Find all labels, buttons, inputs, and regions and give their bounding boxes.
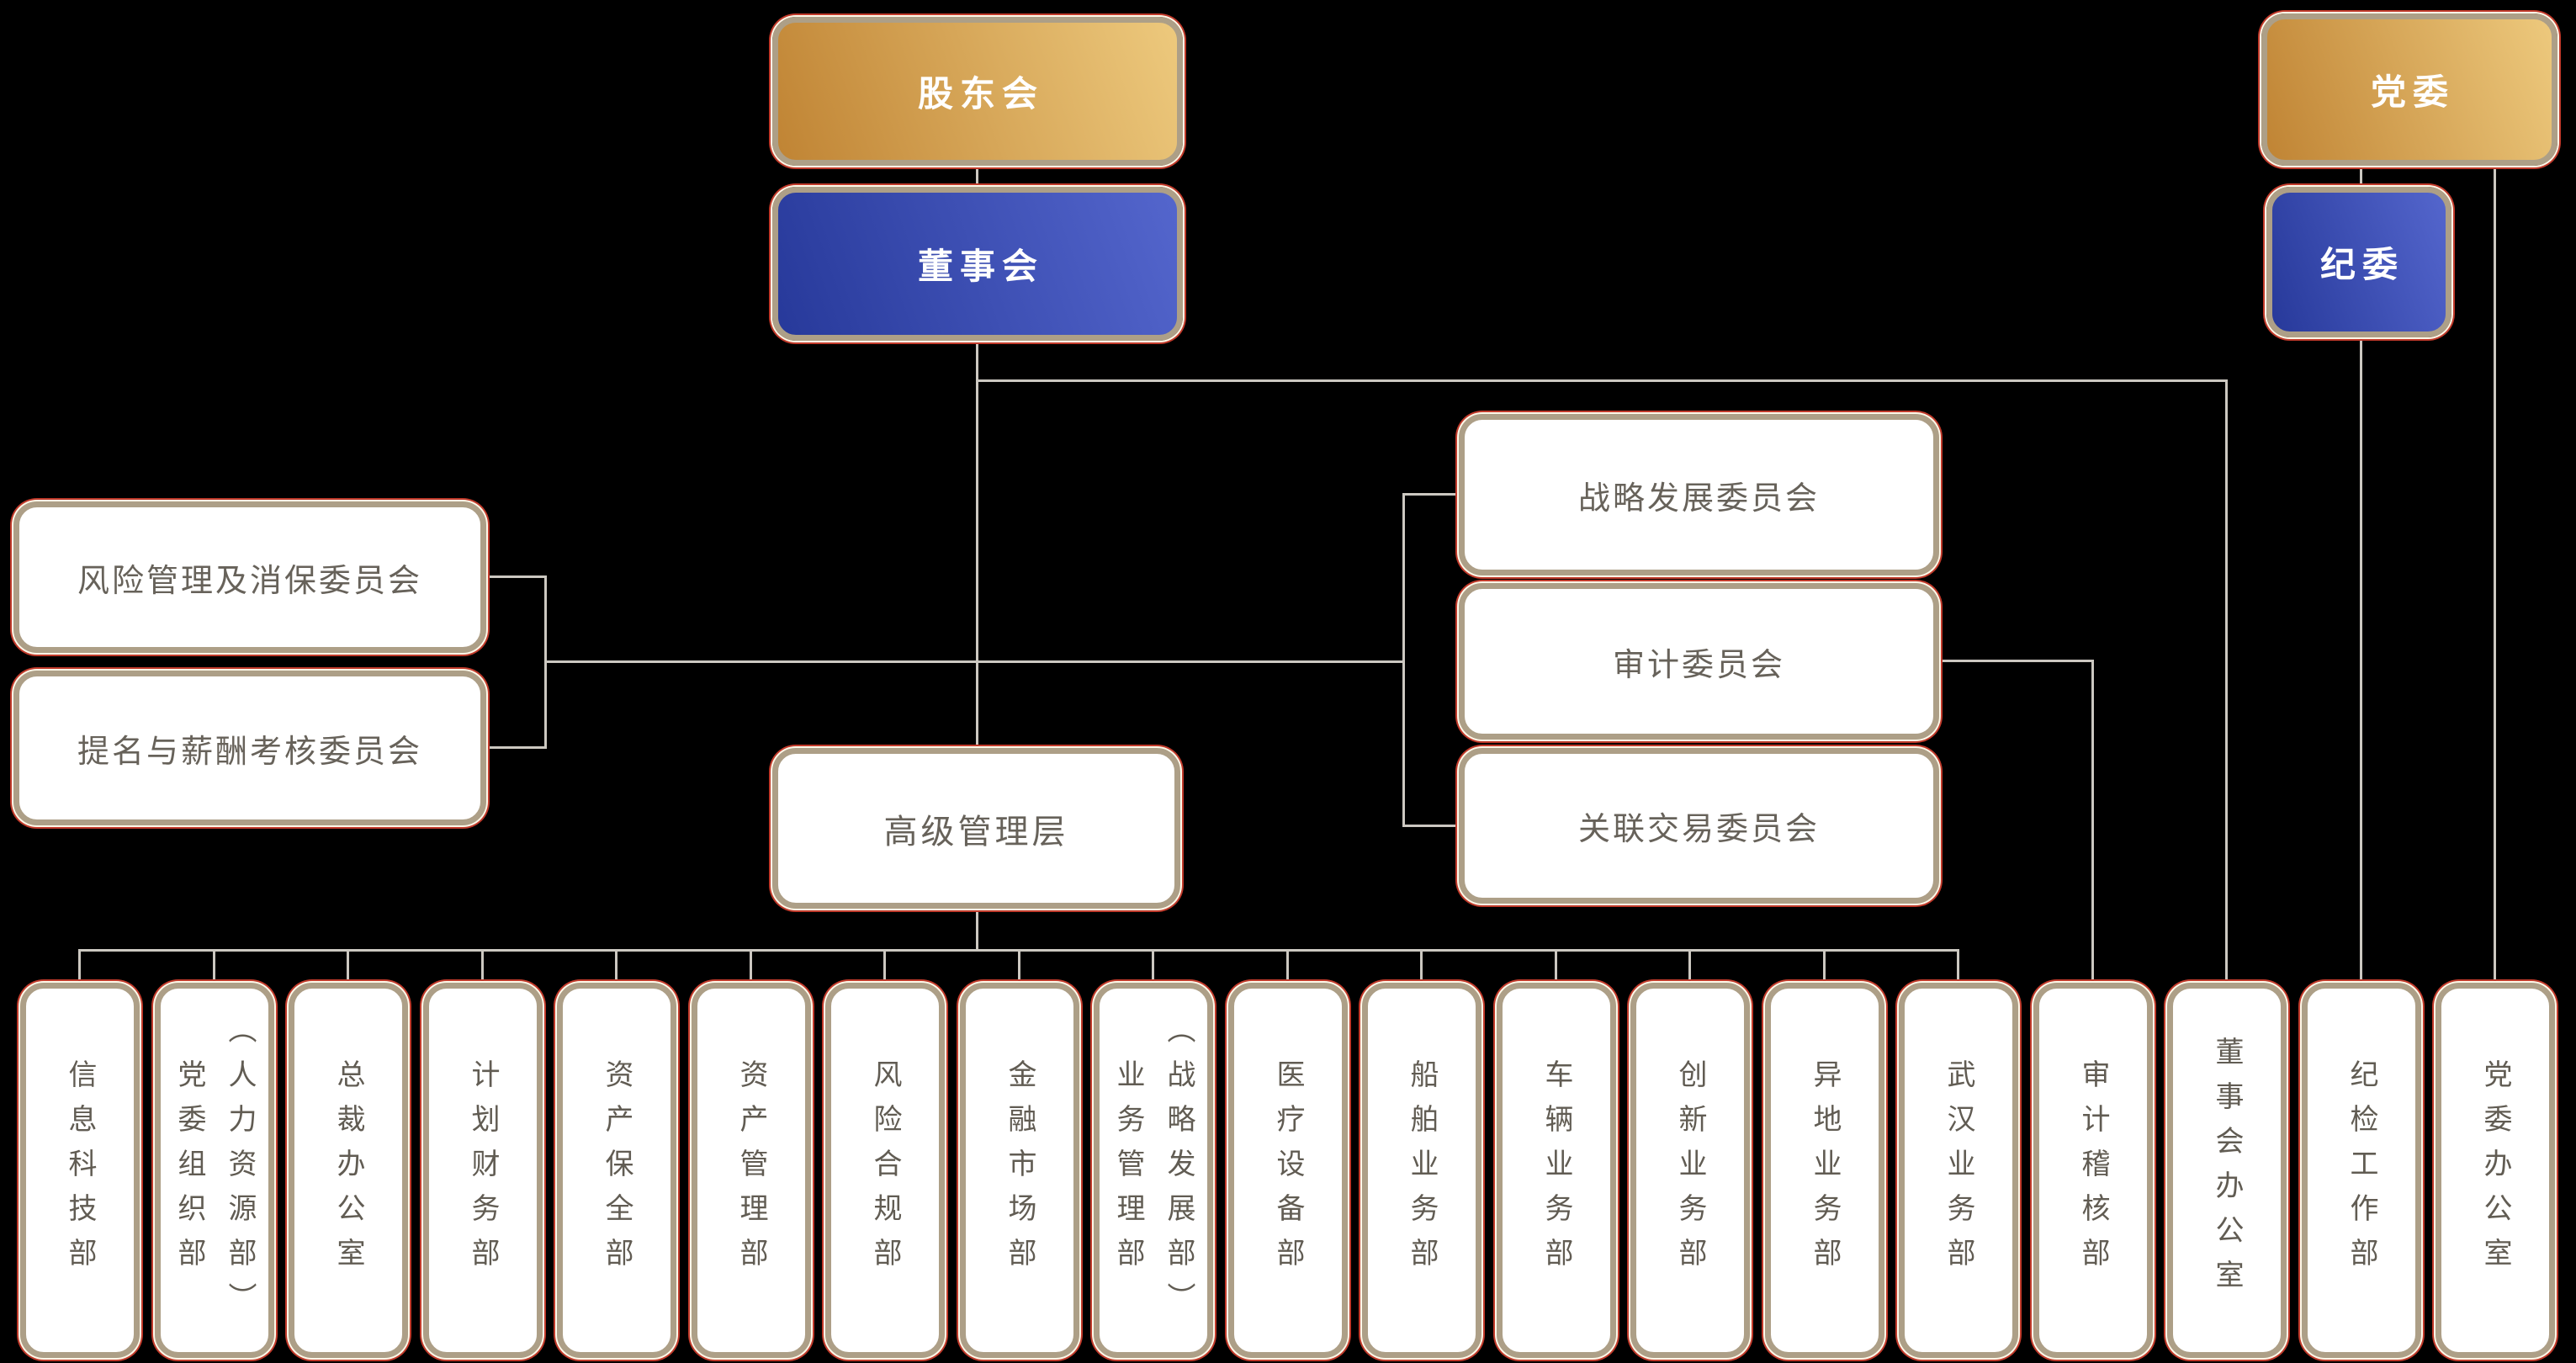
- committee-label: 关联交易委员会: [1577, 812, 1820, 847]
- connector-line: [1555, 949, 1557, 983]
- connector-line: [976, 379, 2228, 382]
- node-board-of-directors: 董事会: [772, 187, 1183, 341]
- dept-label: 异地业务部: [1809, 1058, 1841, 1282]
- connector-line: [2360, 337, 2362, 983]
- dept-label: 计划财务部: [467, 1058, 499, 1282]
- committee-nomination-remuneration: 提名与薪酬考核委员会: [13, 671, 486, 825]
- dept-label: 资产管理部: [735, 1058, 767, 1282]
- connector-line: [544, 660, 1405, 663]
- connector-line: [976, 166, 978, 188]
- committee-label: 战略发展委员会: [1577, 480, 1820, 517]
- connector-line: [2494, 166, 2496, 983]
- dept-sublabel: （战略发展部）: [1163, 1014, 1195, 1327]
- connector-line: [615, 949, 617, 983]
- dept-business-management-strategy: 业务管理部 （战略发展部）: [1094, 983, 1213, 1358]
- node-label: 纪委: [2319, 245, 2404, 284]
- node-label: 高级管理层: [883, 813, 1069, 851]
- dept-remote-business: 异地业务部: [1765, 983, 1884, 1358]
- connector-line: [486, 575, 547, 578]
- connector-line: [1018, 949, 1020, 983]
- dept-shipping-business: 船舶业务部: [1362, 983, 1481, 1358]
- node-shareholders-meeting: 股东会: [772, 17, 1183, 166]
- dept-label: 船舶业务部: [1406, 1058, 1438, 1282]
- dept-label: 医疗设备部: [1272, 1058, 1304, 1282]
- dept-discipline-inspection-work: 纪检工作部: [2302, 983, 2421, 1358]
- dept-label: 董事会办公室: [2211, 1037, 2243, 1304]
- committee-label: 提名与薪酬考核委员会: [77, 734, 422, 770]
- node-label: 党委: [2370, 72, 2455, 112]
- dept-financial-markets: 金融市场部: [960, 983, 1079, 1358]
- connector-line: [1957, 949, 1959, 983]
- connector-line: [976, 909, 978, 952]
- committee-strategic-development: 战略发展委员会: [1459, 414, 1939, 575]
- dept-board-office: 董事会办公室: [2167, 983, 2287, 1358]
- dept-label: 业务管理部: [1112, 1058, 1144, 1282]
- dept-party-organization-hr: 党委组织部 （人力资源部）: [155, 983, 274, 1358]
- connector-line: [1402, 493, 1460, 496]
- dept-label: 资产保全部: [601, 1058, 633, 1282]
- committee-label: 风险管理及消保委员会: [77, 563, 422, 599]
- connector-line: [750, 949, 752, 983]
- connector-line: [883, 949, 886, 983]
- dept-president-office: 总裁办公室: [289, 983, 408, 1358]
- dept-label: 信息科技部: [64, 1058, 96, 1282]
- dept-party-committee-office: 党委办公室: [2436, 983, 2555, 1358]
- connector-line: [2091, 660, 2094, 983]
- dept-label: 党委办公室: [2479, 1058, 2511, 1282]
- connector-line: [1420, 949, 1423, 983]
- node-discipline-committee: 纪委: [2266, 187, 2451, 337]
- dept-label: 金融市场部: [1004, 1058, 1036, 1282]
- connector-line: [347, 949, 349, 983]
- connector-line: [1823, 949, 1826, 983]
- connector-line: [976, 341, 978, 749]
- connector-line: [1402, 493, 1405, 827]
- connector-line: [486, 746, 547, 749]
- dept-label: 纪检工作部: [2345, 1058, 2377, 1282]
- node-label: 董事会: [917, 247, 1044, 286]
- dept-label: 武汉业务部: [1943, 1058, 1974, 1282]
- connector-line: [2360, 166, 2362, 188]
- node-senior-management: 高级管理层: [772, 748, 1180, 909]
- node-party-committee: 党委: [2261, 13, 2557, 166]
- dept-risk-compliance: 风险合规部: [825, 983, 945, 1358]
- connector-line: [1939, 660, 2094, 662]
- dept-label: 审计稽核部: [2077, 1058, 2109, 1282]
- dept-asset-preservation: 资产保全部: [557, 983, 676, 1358]
- dept-medical-equipment: 医疗设备部: [1228, 983, 1348, 1358]
- dept-asset-management: 资产管理部: [692, 983, 811, 1358]
- connector-line: [481, 949, 484, 983]
- dept-label: 总裁办公室: [332, 1058, 364, 1282]
- dept-label: 风险合规部: [869, 1058, 901, 1282]
- dept-label: 车辆业务部: [1540, 1058, 1572, 1282]
- dept-sublabel: （人力资源部）: [224, 1014, 256, 1327]
- dept-wuhan-business: 武汉业务部: [1899, 983, 2018, 1358]
- dept-vehicle-business: 车辆业务部: [1497, 983, 1616, 1358]
- dept-information-technology: 信息科技部: [20, 983, 140, 1358]
- connector-line: [1286, 949, 1289, 983]
- connector-line: [213, 949, 215, 983]
- dept-label: 党委组织部: [173, 1058, 205, 1282]
- committee-audit: 审计委员会: [1459, 583, 1939, 740]
- connector-line: [78, 949, 81, 983]
- connector-line: [1152, 949, 1154, 983]
- dept-audit-inspection: 审计稽核部: [2033, 983, 2153, 1358]
- committee-risk-consumer-protection: 风险管理及消保委员会: [13, 501, 486, 653]
- connector-line: [1688, 949, 1691, 983]
- dept-label: 创新业务部: [1674, 1058, 1706, 1282]
- dept-planning-finance: 计划财务部: [423, 983, 543, 1358]
- connector-line: [1402, 825, 1460, 827]
- node-label: 股东会: [917, 74, 1044, 114]
- dept-innovation-business: 创新业务部: [1630, 983, 1750, 1358]
- connector-line: [2225, 379, 2228, 983]
- committee-label: 审计委员会: [1612, 647, 1785, 683]
- committee-related-party-transactions: 关联交易委员会: [1459, 748, 1939, 904]
